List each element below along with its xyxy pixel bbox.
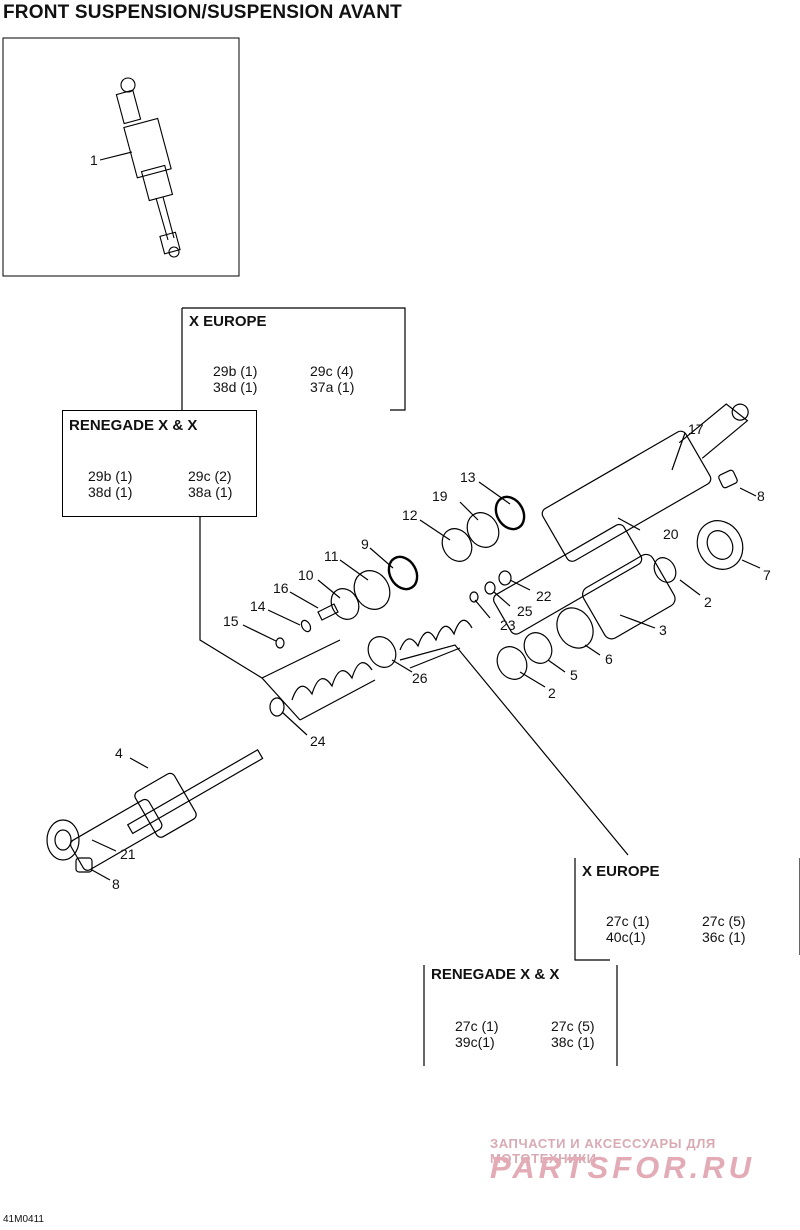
callout-label: 7 — [763, 567, 771, 583]
callout-label: 2 — [704, 594, 712, 610]
reservoir — [582, 553, 676, 640]
watermark-tagline: ЗАПЧАСТИ И АКСЕССУАРЫ ДЛЯ МОТОТЕХНИКИ — [490, 1136, 716, 1166]
shaft-eyelet — [46, 819, 80, 861]
kit-code: 38d (1) — [88, 484, 133, 500]
callout-label: 6 — [605, 651, 613, 667]
callout-label: 2 — [548, 685, 556, 701]
callout-label: 15 — [223, 613, 239, 629]
spring-short — [291, 662, 373, 701]
callout-label: 25 — [517, 603, 533, 619]
watermark-logo: PARTSFOR.RU — [490, 1150, 756, 1185]
kit-code: 36c (1) — [702, 929, 746, 945]
callout-label: 17 — [688, 421, 704, 437]
callout-label: 11 — [324, 548, 339, 564]
diagram-reference: 41M0411 — [3, 1214, 44, 1225]
overview-inset-frame — [2, 37, 240, 277]
shock-shaft — [69, 748, 264, 871]
callout-label: 10 — [298, 567, 314, 583]
callout-label: 19 — [432, 488, 448, 504]
kit-code: 38c (1) — [551, 1034, 595, 1050]
callout-label: 12 — [402, 507, 418, 523]
kit-code: 27c (1) — [606, 913, 650, 929]
kit-box-title: RENEGADE X & X — [69, 417, 198, 434]
kit-code: 29c (4) — [310, 363, 354, 379]
page-title: FRONT SUSPENSION/SUSPENSION AVANT — [3, 2, 402, 23]
kit-box-renegade-bottom: RENEGADE X & X 27c (1) 27c (5) 39c(1) 38… — [425, 962, 616, 1066]
kit-code: 29b (1) — [88, 468, 133, 484]
callout-label: 3 — [659, 622, 667, 638]
callout-label: 4 — [115, 745, 123, 761]
callout-label: 26 — [412, 670, 428, 686]
callout-label: 21 — [120, 846, 136, 862]
callout-label: 5 — [570, 667, 578, 683]
callout-label: 8 — [757, 488, 765, 504]
kit-code: 29c (2) — [188, 468, 232, 484]
kit-code: 29b (1) — [213, 363, 258, 379]
kit-code: 37a (1) — [310, 379, 355, 395]
kit-box-x-europe-top: X EUROPE 29b (1) 29c (4) 38d (1) 37a (1) — [183, 309, 404, 409]
callout-label: 22 — [536, 588, 552, 604]
callout-label: 20 — [663, 526, 679, 542]
kit-box-title: X EUROPE — [189, 313, 267, 330]
kit-code: 40c(1) — [606, 929, 646, 945]
callout-label: 8 — [112, 876, 120, 892]
callout-label: 14 — [250, 598, 266, 614]
shock-body — [493, 403, 749, 635]
callout-label: 13 — [460, 469, 476, 485]
kit-box-renegade-top: RENEGADE X & X 29b (1) 29c (2) 38d (1) 3… — [62, 410, 257, 517]
kit-box-title: X EUROPE — [582, 863, 660, 880]
callout-label: 24 — [310, 733, 326, 749]
callout-label: 9 — [361, 536, 369, 552]
kit-code: 27c (5) — [702, 913, 746, 929]
kit-code: 27c (5) — [551, 1018, 595, 1034]
spring-long — [399, 619, 473, 651]
kit-code: 38d (1) — [213, 379, 258, 395]
kit-box-title: RENEGADE X & X — [431, 966, 560, 983]
ring-part — [696, 520, 744, 570]
callout-label: 1 — [90, 152, 98, 168]
callout-label: 16 — [273, 580, 289, 596]
kit-code: 27c (1) — [455, 1018, 499, 1034]
kit-code: 39c(1) — [455, 1034, 495, 1050]
kit-code: 38a (1) — [188, 484, 233, 500]
callout-label: 23 — [500, 617, 516, 633]
overview-shock-drawing — [99, 77, 181, 258]
kit-box-x-europe-bottom: X EUROPE 27c (1) 27c (5) 40c(1) 36c (1) — [576, 859, 798, 954]
